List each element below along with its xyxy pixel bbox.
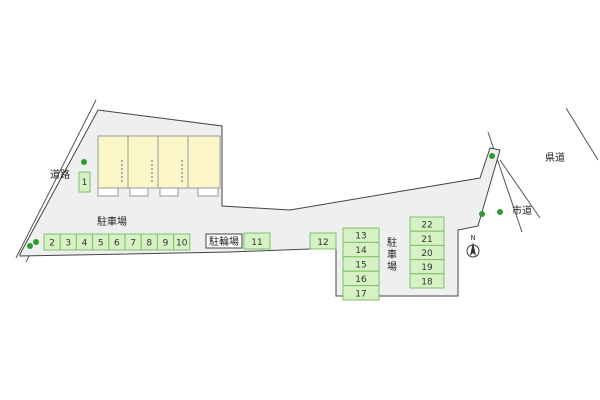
svg-text:9: 9 (163, 239, 169, 249)
building-entry-2 (129, 187, 149, 197)
svg-text:14: 14 (355, 246, 367, 256)
parking-slot-16: 16 (342, 270, 380, 287)
road-left-edge-1 (15, 99, 97, 259)
bicycle-parking-box (205, 233, 243, 249)
svg-text:11: 11 (251, 238, 262, 248)
tree-3 (33, 239, 39, 245)
parking-slot-13: 13 (342, 227, 380, 243)
building-unit-2 (127, 135, 159, 189)
parking-slot-7: 7 (124, 233, 142, 251)
svg-text:22: 22 (421, 221, 432, 231)
svg-text:15: 15 (355, 261, 366, 271)
parking-slot-20: 20 (409, 244, 445, 261)
tree-4 (489, 153, 495, 159)
parking-slot-8: 8 (140, 233, 158, 251)
parking-slot-11: 11 (243, 232, 271, 250)
tree-1 (81, 159, 87, 165)
svg-text:10: 10 (176, 239, 188, 249)
parking-right-label-2: 車 (387, 248, 397, 261)
bicycle-parking-label: 駐輪場 (209, 235, 239, 248)
parking-slot-2: 2 (43, 233, 61, 251)
parking-slot-14: 14 (342, 241, 380, 258)
parking-slot-9: 9 (156, 233, 175, 251)
svg-text:7: 7 (130, 239, 136, 249)
parking-left-label: 駐車場 (97, 215, 127, 228)
prefectural-road-edge (565, 107, 599, 161)
parking-slot-17: 17 (342, 285, 380, 301)
svg-text:8: 8 (146, 239, 152, 249)
parking-slot-18: 18 (409, 273, 445, 289)
parking-slot-5: 5 (92, 233, 110, 251)
north-arrow-icon: N (466, 234, 480, 258)
parking-slot-15: 15 (342, 256, 380, 272)
svg-text:19: 19 (421, 263, 433, 273)
building-unit-4 (187, 135, 221, 189)
building-stairs (121, 160, 183, 184)
building-unit-1 (97, 135, 129, 189)
parking-column-mid: 13 14 15 16 17 (342, 227, 380, 301)
parking-slot-19: 19 (409, 259, 445, 275)
city-road-edge-1 (487, 131, 523, 233)
building-entry-3 (159, 187, 179, 197)
svg-text:21: 21 (421, 235, 432, 245)
parking-slot-21: 21 (409, 230, 445, 246)
prefectural-road-label: 県道 (545, 151, 565, 164)
svg-text:2: 2 (49, 239, 55, 249)
city-road-label: 市道 (512, 204, 532, 217)
parking-slot-10: 10 (173, 233, 191, 251)
svg-text:17: 17 (355, 289, 366, 299)
parking-right-label-3: 場 (387, 260, 397, 273)
building-entry-4 (197, 187, 219, 197)
parking-slot-3: 3 (59, 233, 77, 251)
svg-text:3: 3 (65, 239, 71, 249)
parking-slot-22: 22 (409, 216, 445, 232)
road-left-label: 道路 (50, 168, 70, 181)
city-road-edge-2 (499, 159, 541, 219)
parking-slot-12: 12 (309, 232, 337, 250)
tree-6 (497, 209, 503, 215)
parking-slot-6: 6 (108, 233, 126, 251)
building-unit-3 (157, 135, 189, 189)
tree-5 (479, 211, 485, 217)
parking-right-label-1: 駐 (387, 236, 397, 249)
svg-text:18: 18 (421, 277, 433, 287)
svg-text:4: 4 (82, 239, 88, 249)
building-entry-1 (97, 187, 119, 197)
parking-slot-1: 1 (78, 171, 91, 193)
svg-text:N: N (470, 234, 475, 242)
building-block (97, 135, 221, 197)
parking-slot-4: 4 (75, 233, 94, 251)
svg-text:5: 5 (98, 239, 104, 249)
svg-text:1: 1 (82, 178, 88, 188)
tree-2 (27, 243, 33, 249)
svg-text:20: 20 (421, 249, 433, 259)
svg-text:13: 13 (355, 232, 366, 242)
parking-column-right: 22 21 20 19 18 (409, 216, 445, 289)
svg-text:12: 12 (317, 238, 328, 248)
svg-text:6: 6 (114, 239, 120, 249)
svg-text:16: 16 (355, 275, 367, 285)
